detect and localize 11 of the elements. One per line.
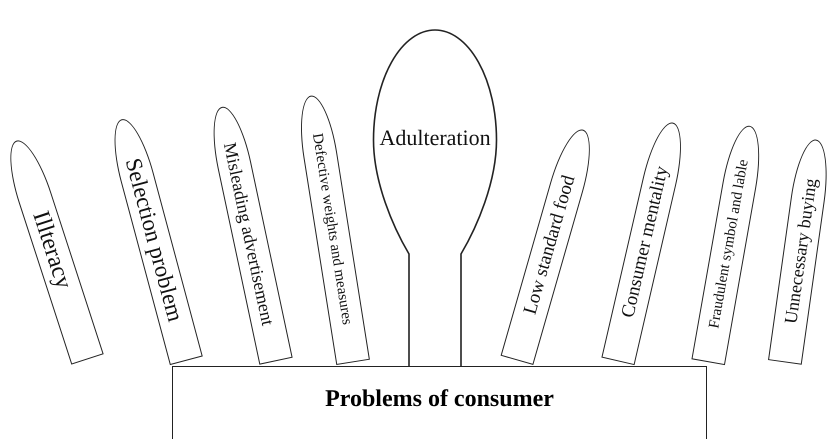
petal-label: Selection problem	[120, 155, 188, 324]
base-box	[172, 366, 707, 439]
petal-label: Consumer mentality	[616, 164, 674, 320]
petal-label: Unnecessary buying	[780, 177, 822, 326]
petal-label: Fraudulent symbol and lable	[706, 158, 752, 330]
petal-label: Low standard food	[519, 172, 580, 317]
petal-label: Misleading advertisement	[218, 140, 278, 328]
petal-label: Illteracy	[26, 208, 77, 293]
petal-label: Defective weights and measures	[308, 132, 356, 326]
box-label: Problems of consumer	[325, 386, 554, 413]
petal-label: Adulteration	[378, 124, 492, 151]
